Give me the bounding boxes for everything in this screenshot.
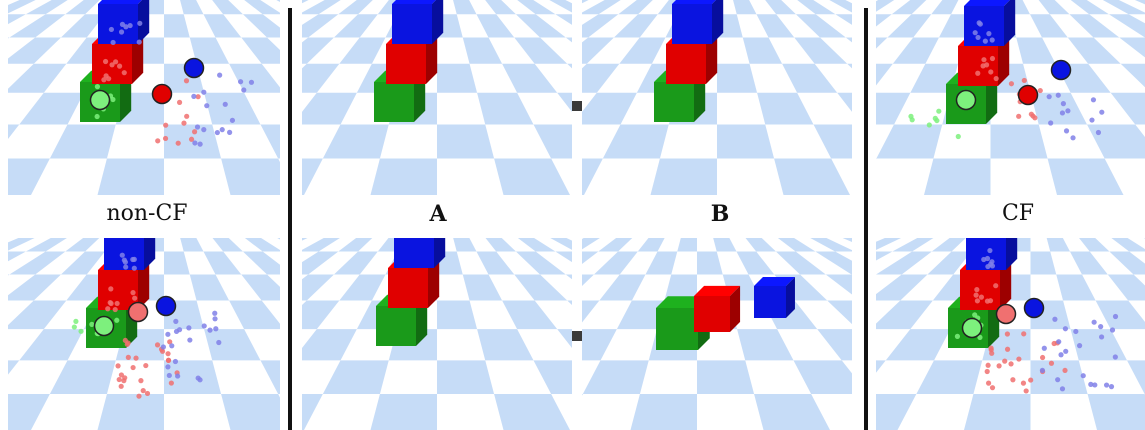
blue-particles	[160, 310, 222, 383]
green-marker	[955, 89, 977, 111]
panel-b-bottom	[582, 238, 852, 430]
checker-floor	[8, 0, 280, 195]
blue-block	[392, 0, 444, 44]
blue-block	[394, 238, 446, 268]
panel-cf-bottom	[876, 238, 1145, 430]
red-particles	[975, 55, 999, 82]
blue-marker	[155, 295, 177, 317]
panel-cf-top	[876, 0, 1145, 195]
blue-block	[966, 238, 1018, 270]
red-marker	[151, 83, 173, 105]
checker-floor	[876, 0, 1145, 195]
blue-marker	[183, 57, 205, 79]
red-particles	[115, 337, 180, 399]
checker-floor	[876, 238, 1145, 430]
divider-left	[288, 8, 292, 430]
label-non-cf: non-CF	[106, 201, 188, 226]
red-particles	[973, 283, 999, 304]
red-block	[694, 285, 741, 332]
blue-particles	[1046, 92, 1105, 141]
blue-particles	[119, 252, 137, 271]
blue-marker	[1023, 297, 1045, 319]
red-particles	[105, 286, 138, 313]
red-marker	[995, 303, 1017, 325]
label-cf: CF	[1001, 201, 1035, 226]
blue-particles	[1039, 313, 1119, 392]
blue-block	[672, 0, 724, 44]
divider-right	[864, 8, 868, 430]
blue-block	[104, 238, 156, 270]
blue-block	[754, 277, 795, 318]
red-particles	[984, 331, 1068, 394]
blue-particles	[972, 20, 995, 44]
green-marker	[93, 315, 115, 337]
blue-marker	[1050, 59, 1072, 81]
blue-block	[964, 0, 1016, 46]
panel-noncf-top	[8, 0, 280, 195]
panel-b-top	[582, 0, 852, 195]
label-b: B	[710, 201, 730, 227]
blue-particles	[981, 247, 996, 270]
panel-noncf-bottom	[8, 238, 280, 430]
red-particles	[101, 58, 127, 83]
blue-particles	[108, 20, 143, 46]
panel-a-bottom	[302, 238, 572, 430]
green-particles	[908, 108, 961, 140]
blue-particles	[191, 72, 255, 147]
panel-a-top	[302, 0, 572, 195]
green-marker	[961, 317, 983, 339]
green-marker	[89, 89, 111, 111]
red-marker	[127, 301, 149, 323]
red-marker	[1017, 84, 1039, 106]
label-a: A	[429, 201, 447, 227]
